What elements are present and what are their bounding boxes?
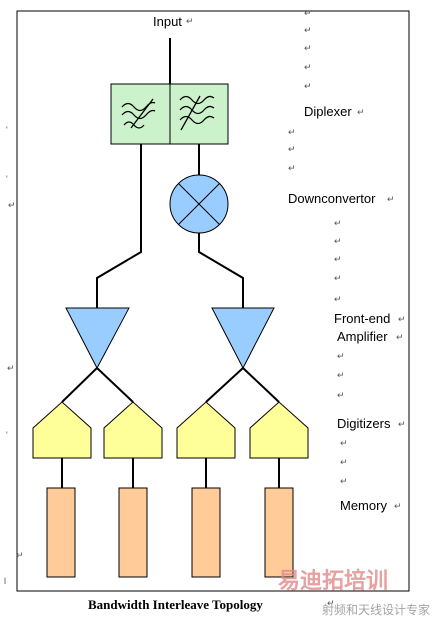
high-band-line (198, 232, 244, 308)
paragraph-mark: ↵ (288, 127, 296, 137)
paragraph-mark: ↵ (334, 273, 342, 283)
paragraph-mark: ↵ (16, 550, 24, 560)
paragraph-marks: ↵ ↵ ↵ ↵ ↵ ↵ ↵ ↵ ↵ ↵ ↵ ↵ ↵ ↵ ↵ ↵ ↵ ↵ ↵ ↵ … (7, 8, 406, 608)
paragraph-mark: ↵ (340, 438, 348, 448)
diplexer-block (110, 83, 229, 145)
paragraph-mark: ↵ (334, 294, 342, 304)
memory-4-block (264, 487, 294, 578)
memory-label: Memory (340, 498, 387, 513)
paragraph-mark: ↵ (396, 332, 404, 342)
amp1-to-dig2-line (96, 367, 134, 403)
watermark-subtitle: 射频和天线设计专家 (322, 602, 430, 617)
amplifier-1-icon (65, 307, 130, 370)
amp2-to-dig4-line (242, 367, 280, 403)
paragraph-mark: ↵ (337, 390, 345, 400)
paragraph-mark: ↵ (288, 163, 296, 173)
paragraph-mark: ↵ (340, 457, 348, 467)
digitizer-2-icon (103, 401, 163, 459)
amplifier-2-icon (211, 307, 275, 370)
paragraph-mark: ↵ (337, 351, 345, 361)
input-label: Input (153, 14, 182, 29)
margin-dot: ' (6, 125, 8, 135)
paragraph-mark: ↵ (7, 363, 15, 373)
paragraph-mark: ↵ (304, 81, 312, 91)
paragraph-mark: ↵ (387, 194, 395, 204)
lowpass-filter-icon (121, 98, 156, 129)
paragraph-mark: ↵ (337, 370, 345, 380)
paragraph-mark: ↵ (398, 419, 406, 429)
frontend-label-line1: Front-end (334, 311, 390, 326)
paragraph-mark: ↵ (186, 16, 194, 26)
paragraph-mark: ↵ (357, 107, 365, 117)
amp1-to-dig1-line (61, 367, 98, 403)
paragraph-mark: ↵ (398, 314, 406, 324)
paragraph-mark: ↵ (304, 8, 312, 18)
paragraph-mark: ↵ (304, 62, 312, 72)
figure-caption: Bandwidth Interleave Topology (88, 597, 263, 612)
amp2-to-dig3-line (205, 367, 244, 403)
low-band-line (96, 144, 142, 308)
diplexer-label: Diplexer (304, 104, 352, 119)
memory-3-block (191, 487, 221, 578)
margin-dot: ' (6, 430, 8, 440)
paragraph-mark: ↵ (304, 25, 312, 35)
paragraph-mark: ↵ (394, 501, 402, 511)
digitizer-4-icon (249, 401, 309, 459)
memory-2-block (118, 487, 148, 578)
margin-dot: ' (6, 174, 8, 184)
memory-1-block (46, 487, 76, 578)
digitizer-3-icon (176, 401, 236, 459)
signal-lines (61, 38, 280, 488)
paragraph-mark: ↵ (334, 218, 342, 228)
paragraph-mark: ↵ (304, 43, 312, 53)
digitizer-1-icon (32, 401, 92, 459)
watermark-title: 易迪拓培训 (278, 568, 388, 594)
paragraph-mark: ↵ (327, 598, 335, 608)
downconvertor-label: Downconvertor (288, 191, 376, 206)
paragraph-mark: ↵ (334, 254, 342, 264)
margin-dot: l (4, 576, 6, 586)
diagram-frame (16, 10, 410, 592)
paragraph-mark: ↵ (334, 236, 342, 246)
highpass-filter-icon (179, 95, 215, 131)
paragraph-mark: ↵ (288, 144, 296, 154)
mixer-icon (169, 174, 229, 234)
digitizers-label: Digitizers (337, 416, 391, 431)
paragraph-mark: ↵ (340, 476, 348, 486)
frontend-label-line2: Amplifier (337, 329, 388, 344)
paragraph-mark: ↵ (8, 200, 16, 210)
watermark: 易迪拓培训 射频和天线设计专家 (278, 568, 430, 617)
